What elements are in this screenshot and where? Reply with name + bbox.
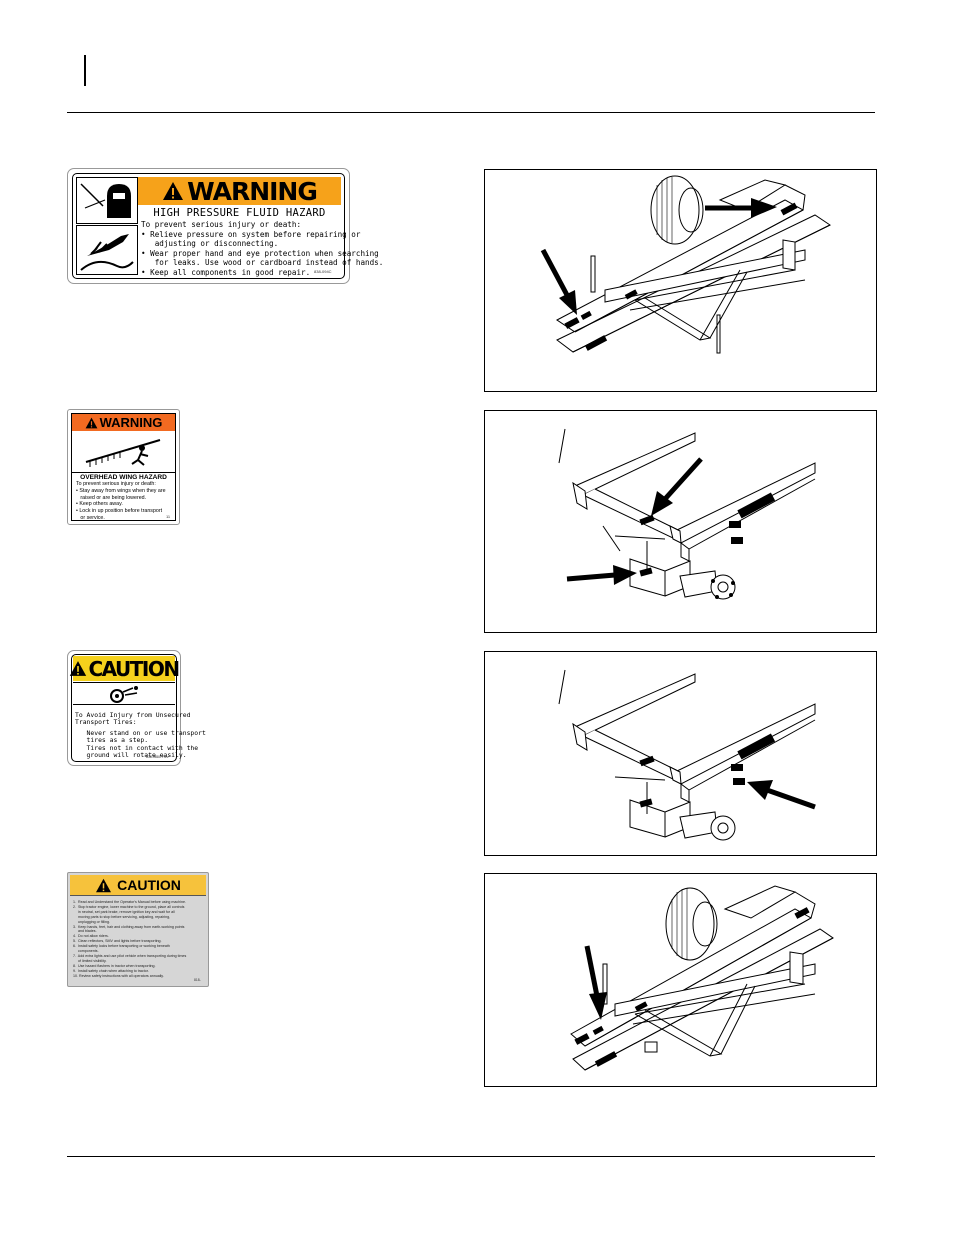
- alert-triangle-icon: [70, 661, 87, 676]
- header-bar: [84, 55, 86, 86]
- header-rule: [67, 112, 875, 113]
- decal-code: 818-: [194, 978, 201, 982]
- tire-decal-location-illustration: [484, 651, 877, 856]
- signal-word: WARNING: [99, 415, 163, 430]
- signal-word: CAUTION: [117, 877, 181, 893]
- decal-title: OVERHEAD WING HAZARD: [72, 472, 175, 481]
- tire-caution-decal: CAUTION To Avoid Injury from Unsecured T…: [67, 650, 206, 766]
- signal-word: CAUTION: [88, 656, 180, 681]
- general-caution-decal: CAUTION 1. Read and Understand the Opera…: [67, 872, 209, 987]
- decal-code: 11: [166, 514, 171, 519]
- hydraulic-decal-location-illustration: [484, 169, 877, 392]
- decal-text: To prevent serious injury or death: • St…: [76, 481, 166, 521]
- wing-warning-decal: WARNING OVERHEAD WING HAZARD To prevent …: [67, 409, 180, 525]
- location-arrow: [566, 565, 637, 585]
- decal-text: To Avoid Injury from Unsecured Transport…: [75, 711, 206, 760]
- location-arrow: [705, 198, 777, 218]
- location-arrow: [584, 945, 607, 1020]
- decal-code: 838-088C Rev: [146, 755, 169, 759]
- hydraulic-warning-decal: WARNING HIGH PRESSURE FLUID HAZARD To pr…: [67, 168, 384, 284]
- decal-text: To prevent serious injury or death: • Re…: [141, 220, 384, 277]
- alert-triangle-icon: [163, 182, 184, 200]
- signal-word: WARNING: [187, 176, 318, 206]
- wing-decal-location-illustration: [484, 410, 877, 633]
- decal-title: HIGH PRESSURE FLUID HAZARD: [153, 207, 326, 219]
- location-arrow: [651, 457, 703, 516]
- alert-triangle-icon: [85, 417, 97, 428]
- hand-injury-icon: [76, 225, 138, 275]
- location-arrow: [747, 780, 816, 810]
- eye-protection-icon: [76, 177, 138, 224]
- tire-hazard-icon: [73, 682, 175, 705]
- footer-rule: [67, 1156, 875, 1157]
- alert-triangle-icon: [96, 878, 112, 892]
- decal-code: 838-094C: [314, 269, 332, 274]
- wing-hazard-icon: [72, 432, 175, 472]
- location-arrow: [540, 248, 577, 315]
- decal-text: 1. Read and Understand the Operator's Ma…: [73, 900, 187, 978]
- general-decal-location-illustration: [484, 873, 877, 1087]
